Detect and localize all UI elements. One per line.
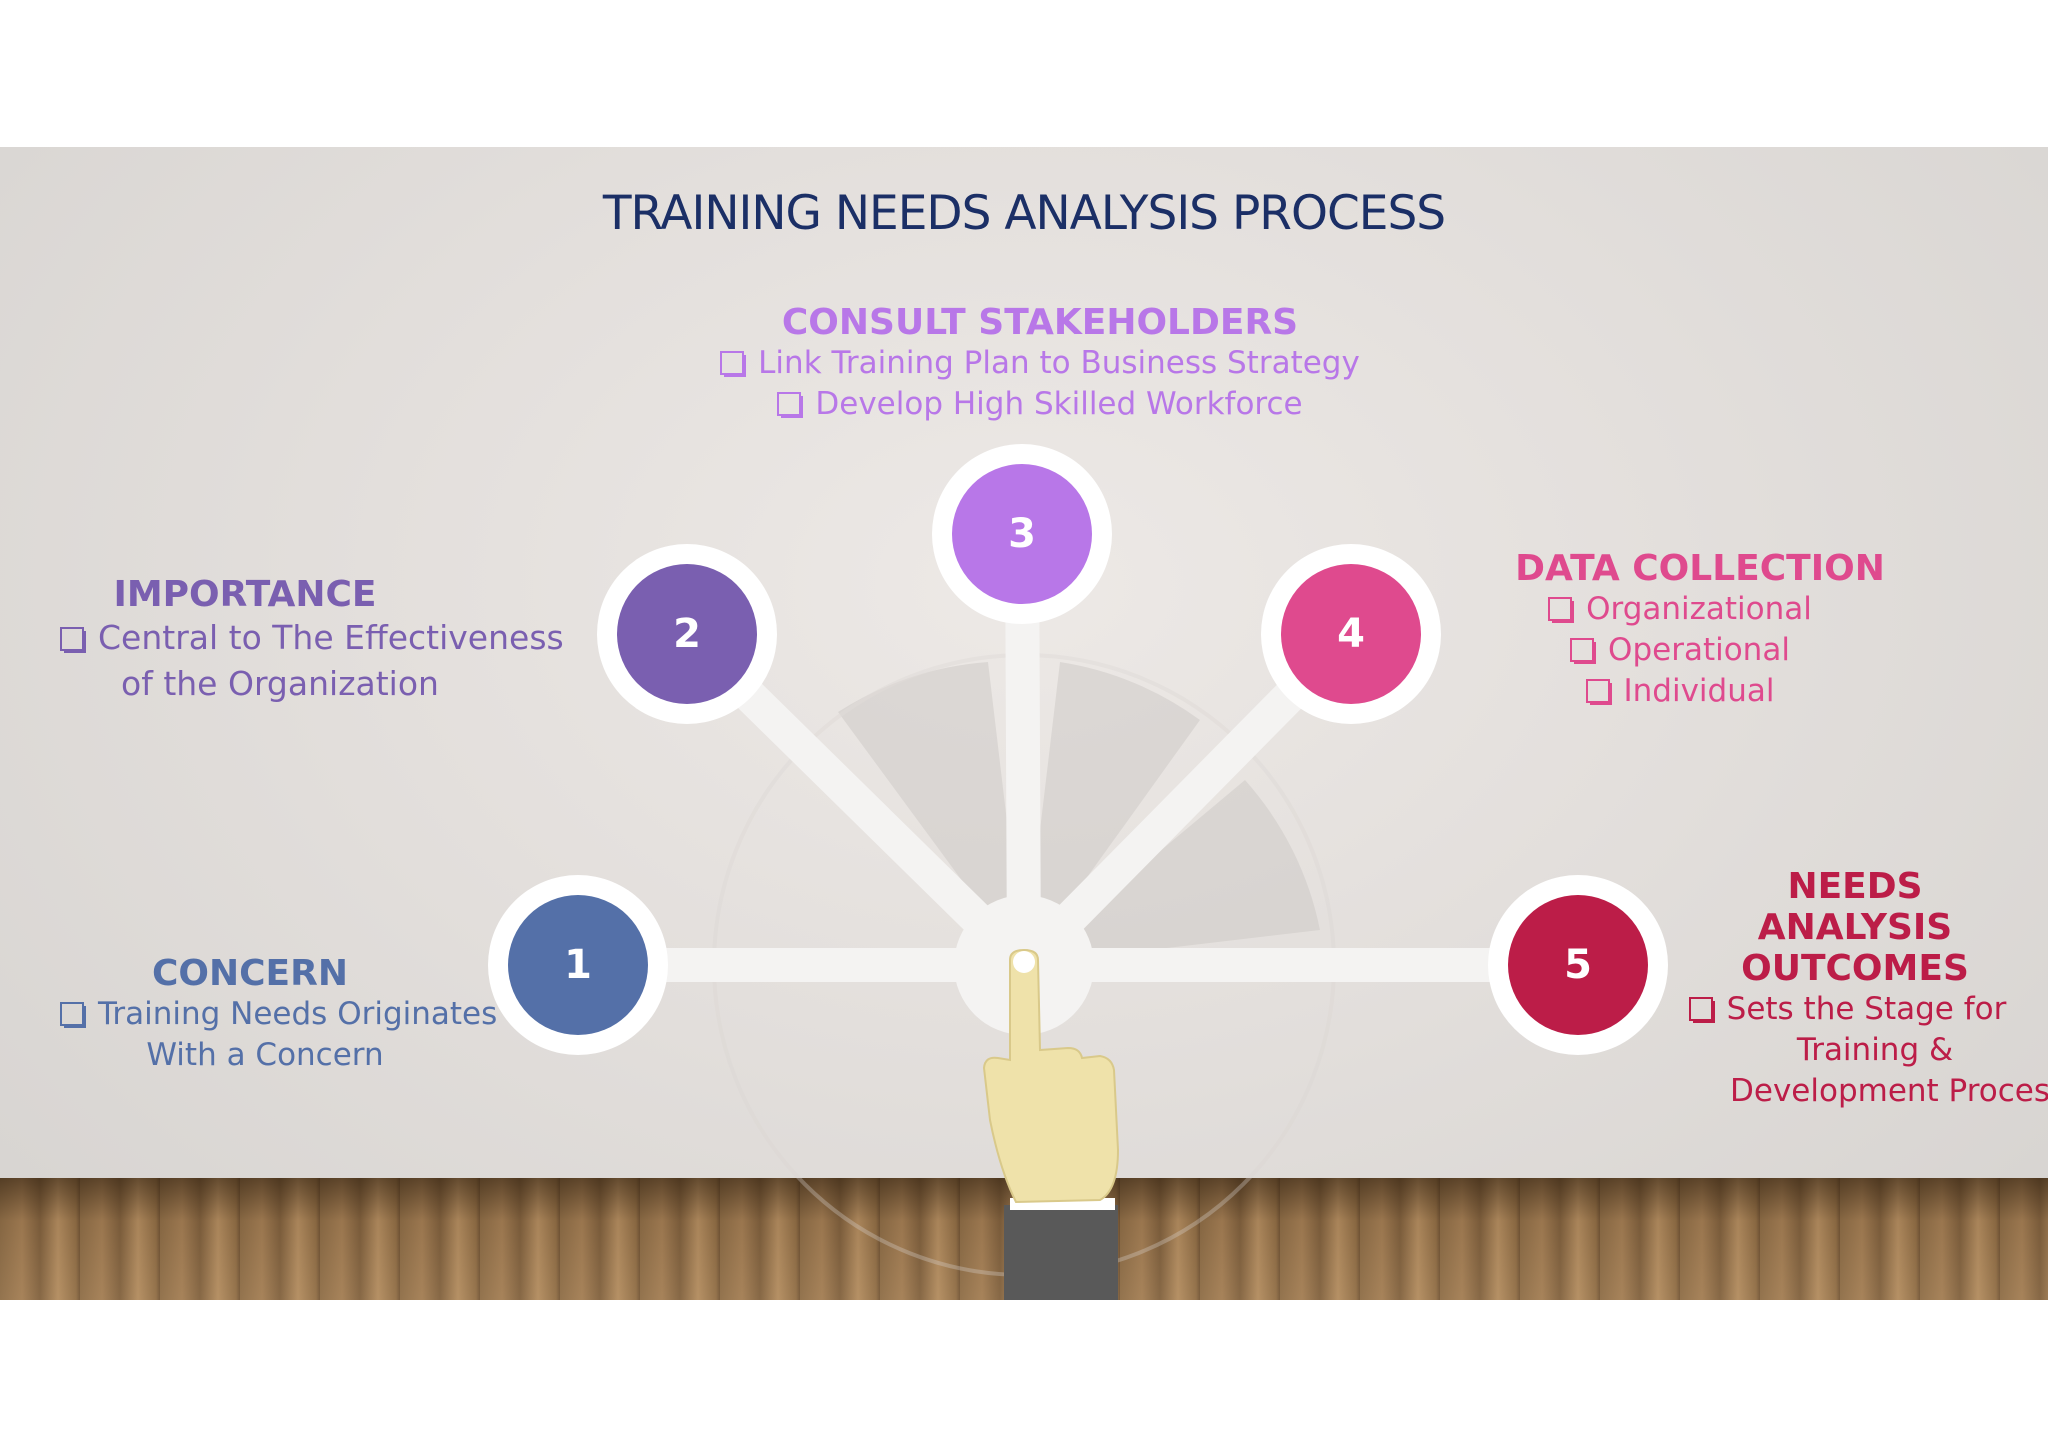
step-3-circle: 3 bbox=[952, 464, 1092, 604]
checkbox-bullet-icon bbox=[720, 351, 745, 375]
step-4-line-3: Individual bbox=[1430, 671, 1930, 712]
step-2-number: 2 bbox=[673, 611, 701, 657]
checkbox-bullet-icon bbox=[1585, 679, 1610, 703]
step-1-line-2: With a Concern bbox=[146, 1037, 384, 1073]
checkbox-bullet-icon bbox=[1688, 997, 1713, 1021]
step-4-number: 4 bbox=[1337, 611, 1365, 657]
step-1-heading: CONCERN bbox=[151, 953, 348, 994]
step-4-circle: 4 bbox=[1281, 564, 1421, 704]
step-5-line-3: Development Process bbox=[1730, 1073, 2048, 1109]
step-1-number: 1 bbox=[564, 942, 592, 988]
checkbox-bullet-icon bbox=[777, 392, 802, 416]
step-3-line-1: Link Training Plan to Business Strategy bbox=[660, 343, 1420, 384]
checkbox-bullet-icon bbox=[1570, 638, 1595, 662]
step-4-heading: DATA COLLECTION bbox=[1515, 548, 1885, 589]
step-5-heading-line-2: OUTCOMES bbox=[1741, 948, 1969, 989]
checkbox-bullet-icon bbox=[1548, 597, 1573, 621]
step-2-line-1: Central to The Effectiveness bbox=[60, 615, 564, 661]
pointing-hand-icon bbox=[982, 948, 1120, 1300]
step-2-circle: 2 bbox=[617, 564, 757, 704]
step-1-text: CONCERN Training Needs Originates With a… bbox=[60, 953, 497, 1076]
step-5-circle: 5 bbox=[1508, 895, 1648, 1035]
step-2-line-2: of the Organization bbox=[121, 664, 439, 703]
step-5-text: NEEDS ANALYSIS OUTCOMES Sets the Stage f… bbox=[1688, 866, 2048, 1112]
step-4-line-2: Operational bbox=[1430, 630, 1930, 671]
step-5-line-1: Sets the Stage for bbox=[1675, 989, 2020, 1030]
step-3-number: 3 bbox=[1008, 511, 1036, 557]
page-title: TRAINING NEEDS ANALYSIS PROCESS bbox=[602, 186, 1446, 241]
checkbox-bullet-icon bbox=[60, 627, 84, 651]
step-5-heading-line-1: NEEDS ANALYSIS bbox=[1757, 866, 1953, 948]
step-4-text: DATA COLLECTION Organizational Operation… bbox=[1470, 548, 1930, 712]
step-5-line-2: Training & bbox=[1796, 1032, 1954, 1068]
step-1-line-1: Training Needs Originates bbox=[60, 994, 497, 1035]
step-2-heading: IMPORTANCE bbox=[113, 574, 377, 615]
step-5-number: 5 bbox=[1564, 942, 1592, 988]
step-4-line-1: Organizational bbox=[1430, 589, 1930, 630]
step-3-heading: CONSULT STAKEHOLDERS bbox=[781, 302, 1299, 343]
step-3-line-2: Develop High Skilled Workforce bbox=[660, 384, 1420, 425]
step-1-circle: 1 bbox=[508, 895, 648, 1035]
step-2-text: IMPORTANCE Central to The Effectiveness … bbox=[60, 574, 564, 707]
checkbox-bullet-icon bbox=[60, 1002, 84, 1026]
step-3-text: CONSULT STAKEHOLDERS Link Training Plan … bbox=[660, 302, 1420, 425]
